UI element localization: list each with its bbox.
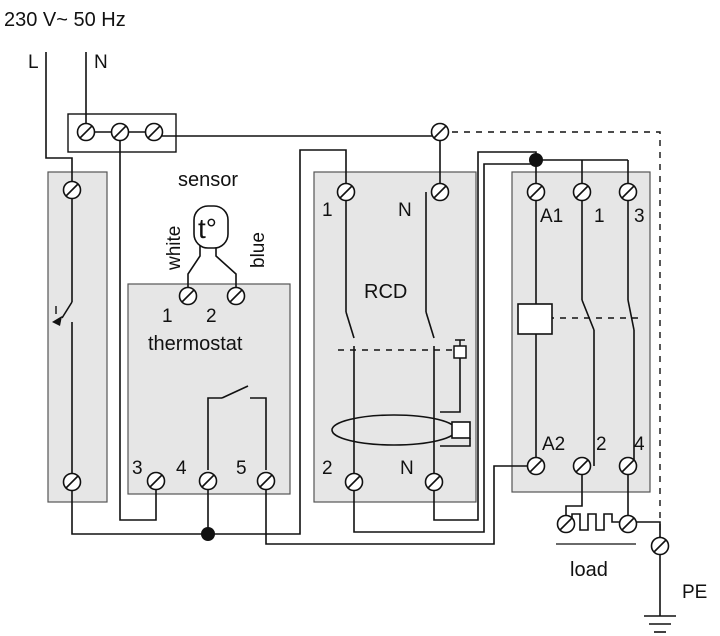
contactor-1: 1 bbox=[594, 206, 605, 227]
rcd-module bbox=[313, 171, 477, 503]
thermostat-terminal-3: 3 bbox=[132, 458, 143, 479]
contactor-3: 3 bbox=[634, 206, 645, 227]
sensor-symbol: t° bbox=[198, 213, 217, 244]
pe-label: PE bbox=[682, 582, 707, 603]
thermostat-terminal-5: 5 bbox=[236, 458, 247, 479]
dashed-links bbox=[338, 131, 661, 540]
rcd-bottom-right: N bbox=[400, 458, 414, 479]
sensor-body bbox=[193, 205, 229, 249]
junction-dot bbox=[529, 153, 543, 167]
supply-label: 230 V~ 50 Hz bbox=[4, 9, 126, 31]
contactor-a1: A1 bbox=[540, 206, 563, 227]
rcd-sense-coil bbox=[451, 421, 471, 439]
line-label: L bbox=[28, 52, 39, 73]
sensor-wire-blue: blue bbox=[248, 232, 269, 268]
contactor-coil bbox=[517, 303, 553, 335]
switch-arrow-icon bbox=[52, 316, 62, 326]
sensor-title: sensor bbox=[178, 169, 238, 191]
thermostat-terminal-2: 2 bbox=[206, 306, 217, 327]
load-label: load bbox=[570, 559, 608, 581]
thermostat-title: thermostat bbox=[148, 333, 243, 355]
rcd-test-button bbox=[453, 345, 467, 359]
contactor-2: 2 bbox=[596, 434, 607, 455]
earth-icon bbox=[644, 615, 676, 633]
rcd-top-left: 1 bbox=[322, 200, 333, 221]
rcd-bottom-left: 2 bbox=[322, 458, 333, 479]
contactor-a2: A2 bbox=[542, 434, 565, 455]
wires bbox=[45, 52, 661, 616]
switch-module bbox=[47, 171, 108, 503]
neutral-label: N bbox=[94, 52, 108, 73]
thermostat-terminal-4: 4 bbox=[176, 458, 187, 479]
thermostat-module bbox=[127, 283, 291, 495]
junction-dot bbox=[201, 527, 215, 541]
rcd-title: RCD bbox=[364, 281, 407, 303]
rcd-top-right: N bbox=[398, 200, 412, 221]
sensor-wire-white: white bbox=[164, 226, 185, 271]
thermostat-terminal-1: 1 bbox=[162, 306, 173, 327]
contactor-4: 4 bbox=[634, 434, 645, 455]
